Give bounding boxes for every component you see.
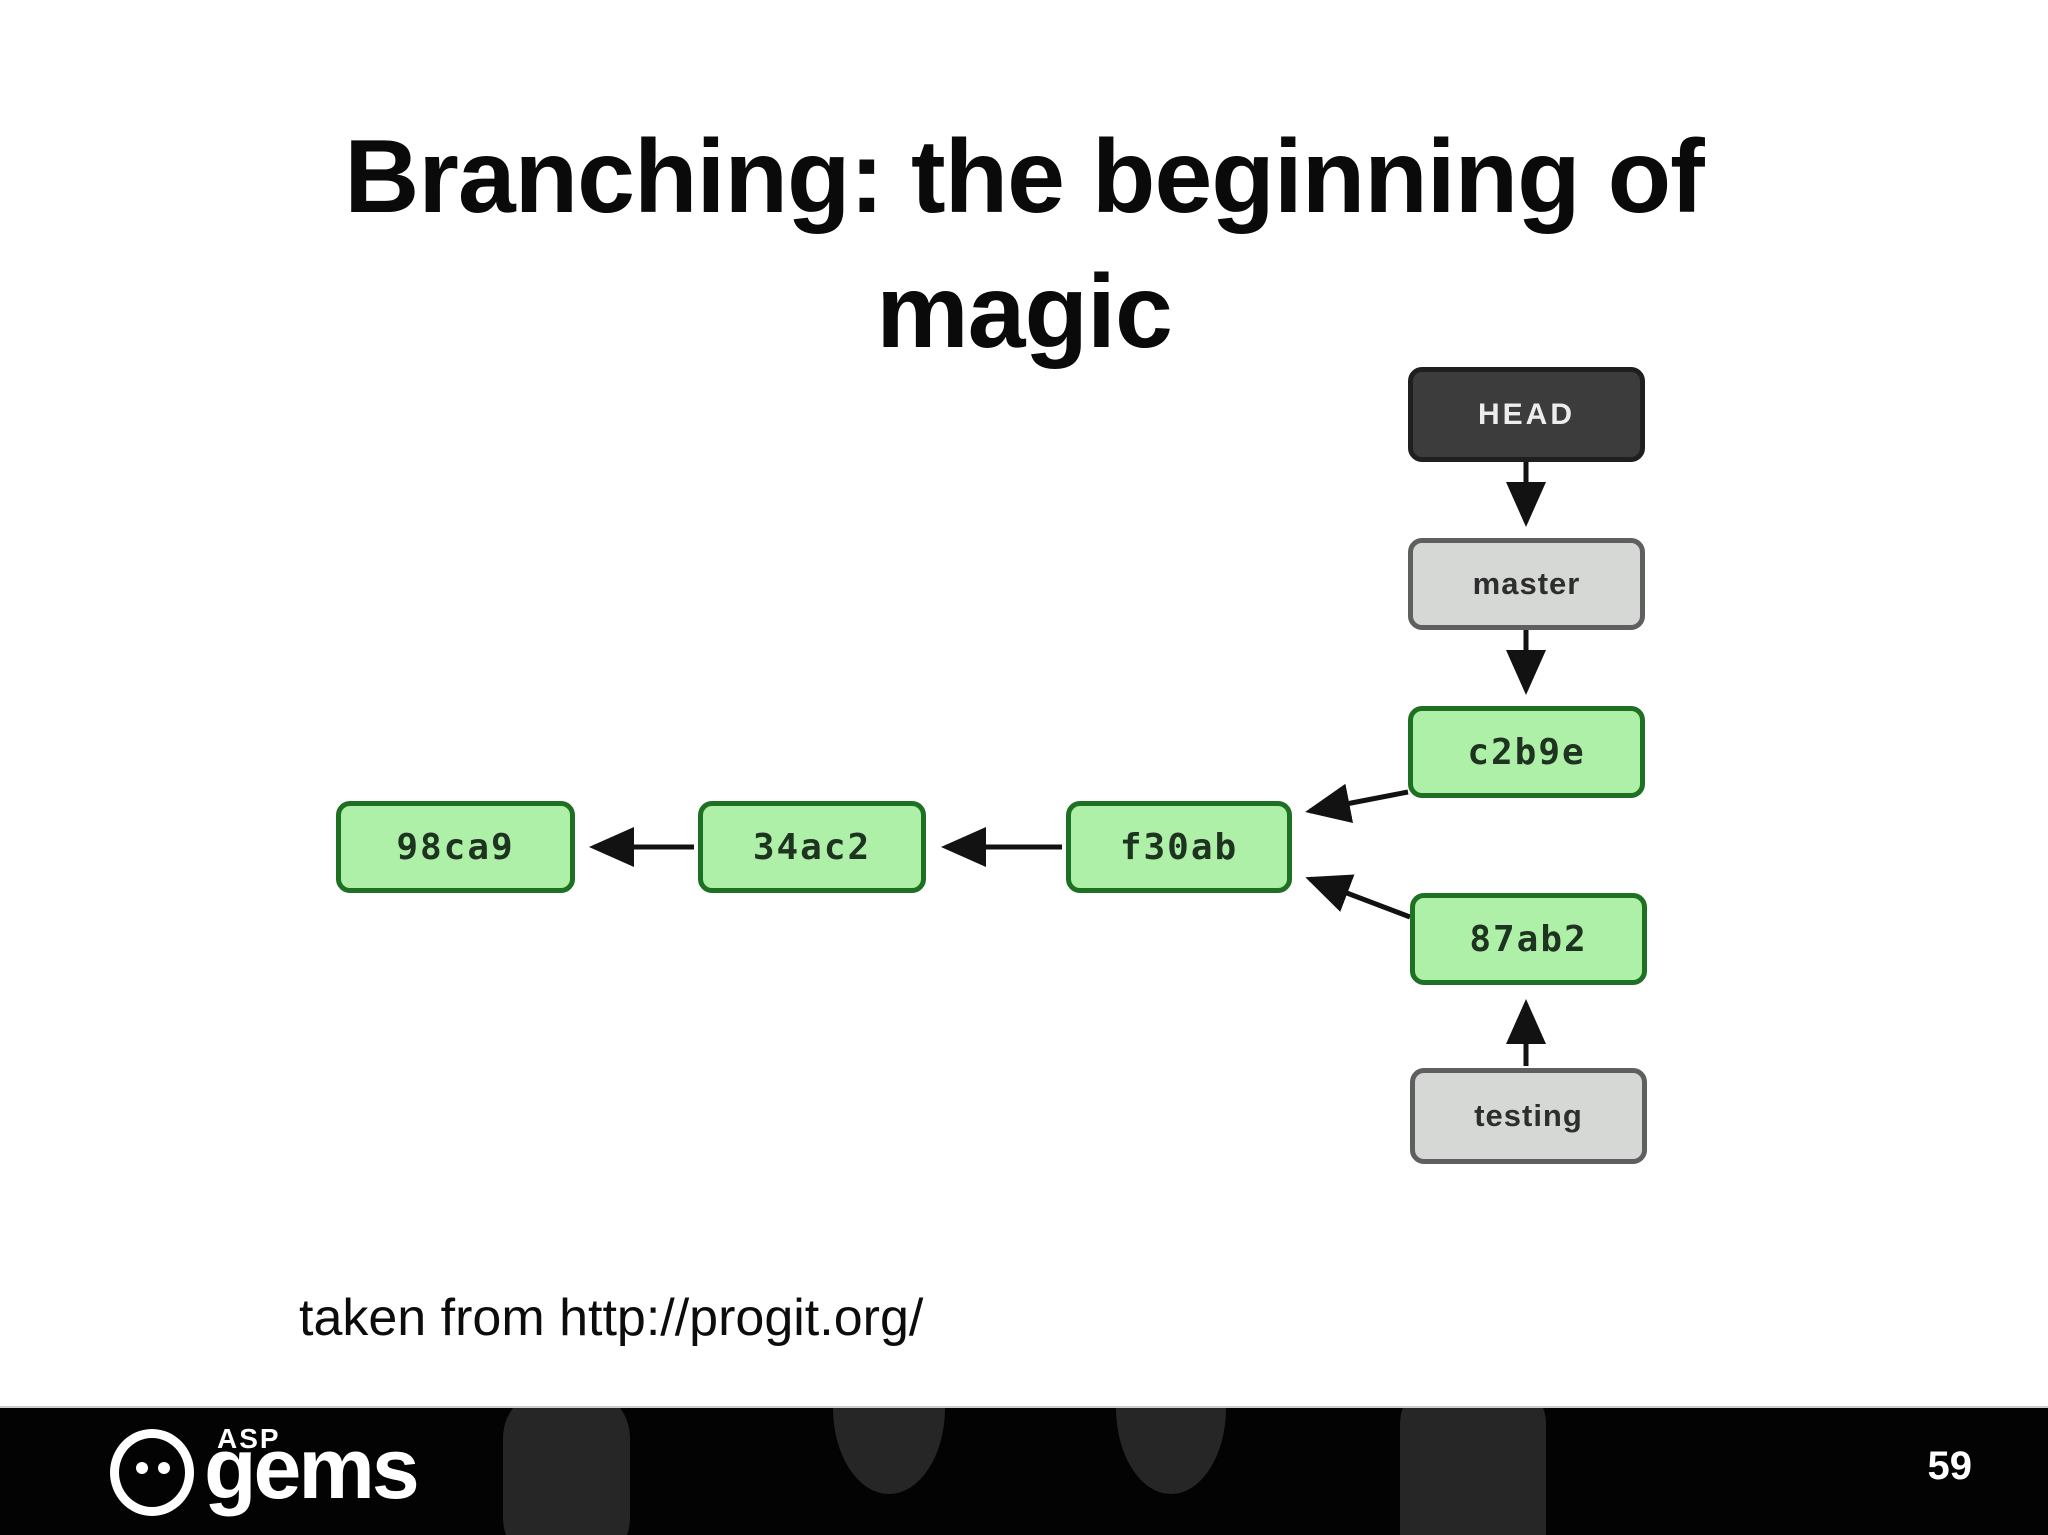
page-title: Branching: the beginning of magic	[0, 110, 2048, 380]
node-87ab2-label: 87ab2	[1469, 918, 1588, 960]
node-c2b9e-label: c2b9e	[1467, 731, 1586, 773]
node-head: HEAD	[1408, 367, 1645, 462]
source-caption: taken from http://progit.org/	[299, 1289, 924, 1347]
footer-decoration-circle	[833, 1408, 945, 1494]
node-master: master	[1408, 538, 1645, 630]
footer-bar: ASP gems 59	[0, 1406, 2048, 1535]
aspgems-logo-eye-icon	[136, 1462, 148, 1474]
edge-87ab2-to-f30ab	[1305, 874, 1411, 920]
footer-decoration-band	[1400, 1408, 1546, 1535]
brand-name-asp: ASP	[217, 1423, 281, 1454]
edge-c2b9e-to-f30ab	[1305, 783, 1409, 824]
node-f30ab: f30ab	[1066, 801, 1292, 893]
page-number: 59	[1927, 1444, 1973, 1488]
node-head-label: HEAD	[1477, 397, 1575, 431]
brand-name-gems: gems	[204, 1421, 420, 1517]
aspgems-logo-eye-icon	[158, 1462, 170, 1474]
page-title-line2: magic	[876, 253, 1173, 370]
node-testing: testing	[1410, 1068, 1647, 1164]
node-f30ab-label: f30ab	[1119, 826, 1239, 868]
node-testing-label: testing	[1474, 1098, 1583, 1133]
node-master-label: master	[1472, 566, 1581, 601]
node-34ac2-label: 34ac2	[752, 826, 872, 868]
node-98ca9-label: 98ca9	[396, 826, 515, 868]
footer-decoration-circle	[1116, 1408, 1226, 1494]
page-title-line1: Branching: the beginning of	[344, 118, 1705, 235]
node-87ab2: 87ab2	[1410, 893, 1647, 985]
node-34ac2: 34ac2	[698, 801, 926, 893]
node-c2b9e: c2b9e	[1408, 706, 1645, 798]
footer-decoration-band	[503, 1408, 630, 1535]
node-98ca9: 98ca9	[336, 801, 575, 893]
aspgems-logo-icon	[110, 1429, 194, 1516]
